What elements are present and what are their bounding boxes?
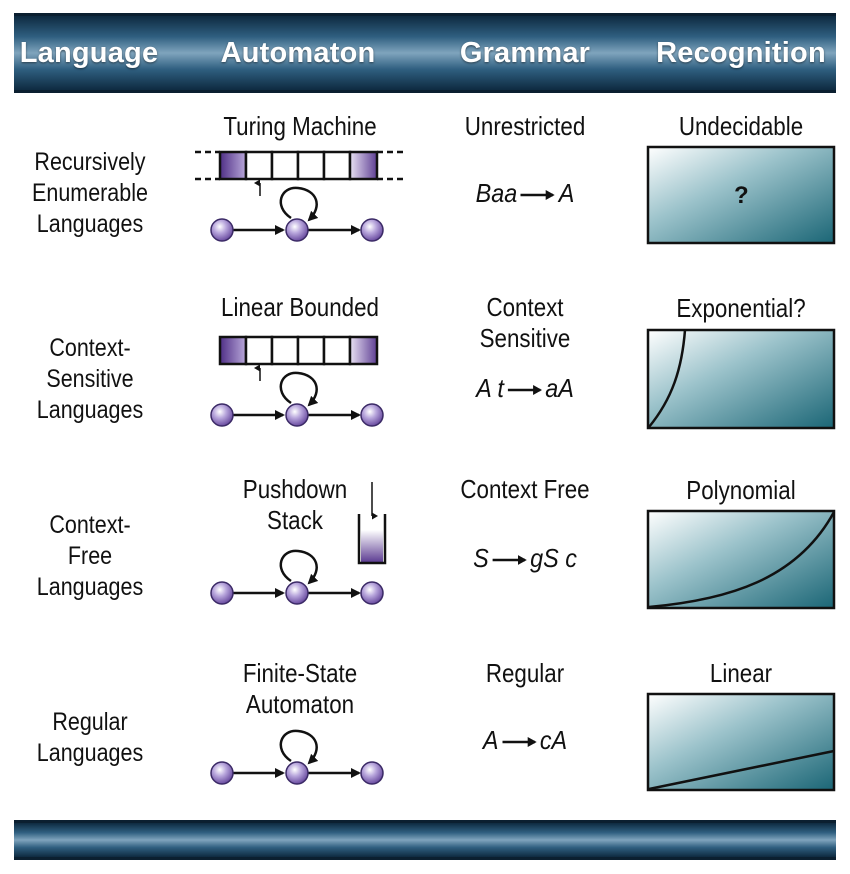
growth-line [648,749,835,791]
tape-cell [322,335,352,366]
tape-cell [296,335,326,366]
recognition-chart-linear [646,692,836,792]
grammar-name: Unrestricted [464,111,586,141]
recognition-label: Linear [709,658,773,688]
tape-cell [296,150,326,181]
tape-cell [348,335,379,366]
tape-cell [270,335,300,366]
header-bar [14,13,836,93]
state-node [285,761,309,785]
growth-curve [648,511,836,609]
header-grammar: Grammar [459,37,591,69]
recognition-label: Undecidable [678,111,804,141]
state-node [360,218,384,242]
tape-cell [348,150,379,181]
tape-cell [218,150,248,181]
stack [361,530,383,562]
tape-cell [322,150,352,181]
state-node [360,761,384,785]
state-node [285,581,309,605]
linear-bounded-diagram [210,335,384,427]
state-node [210,581,234,605]
tape-cell [244,335,274,366]
recognition-chart-polynomial [646,509,836,610]
state-node [210,403,234,427]
footer-bar [14,820,836,860]
recognition-chart-exponential [646,328,836,430]
finite-state-diagram [210,729,384,785]
pushdown-diagram [210,482,387,605]
state-node [210,218,234,242]
header-automaton: Automaton [220,37,376,69]
state-node [285,403,309,427]
tape-cell [270,150,300,181]
automaton-title: Linear Bounded [221,292,379,322]
tape-cell [244,150,274,181]
tape-cell [218,335,248,366]
turing-machine-diagram [195,150,405,242]
header-language: Language [19,37,159,69]
state-node [210,761,234,785]
recognition-label: Exponential? [676,293,806,323]
state-node [285,218,309,242]
header-recognition: Recognition [656,37,826,69]
recognition-label: Polynomial [686,475,796,505]
recognition-chart-undecidable [646,145,836,245]
grammar-name: Context Free [460,474,590,504]
unknown-mark: ? [734,182,749,209]
state-node [360,403,384,427]
growth-curve [648,329,687,428]
state-node [360,581,384,605]
automaton-title: Turing Machine [223,111,377,141]
grammar-name: Regular [485,658,565,688]
